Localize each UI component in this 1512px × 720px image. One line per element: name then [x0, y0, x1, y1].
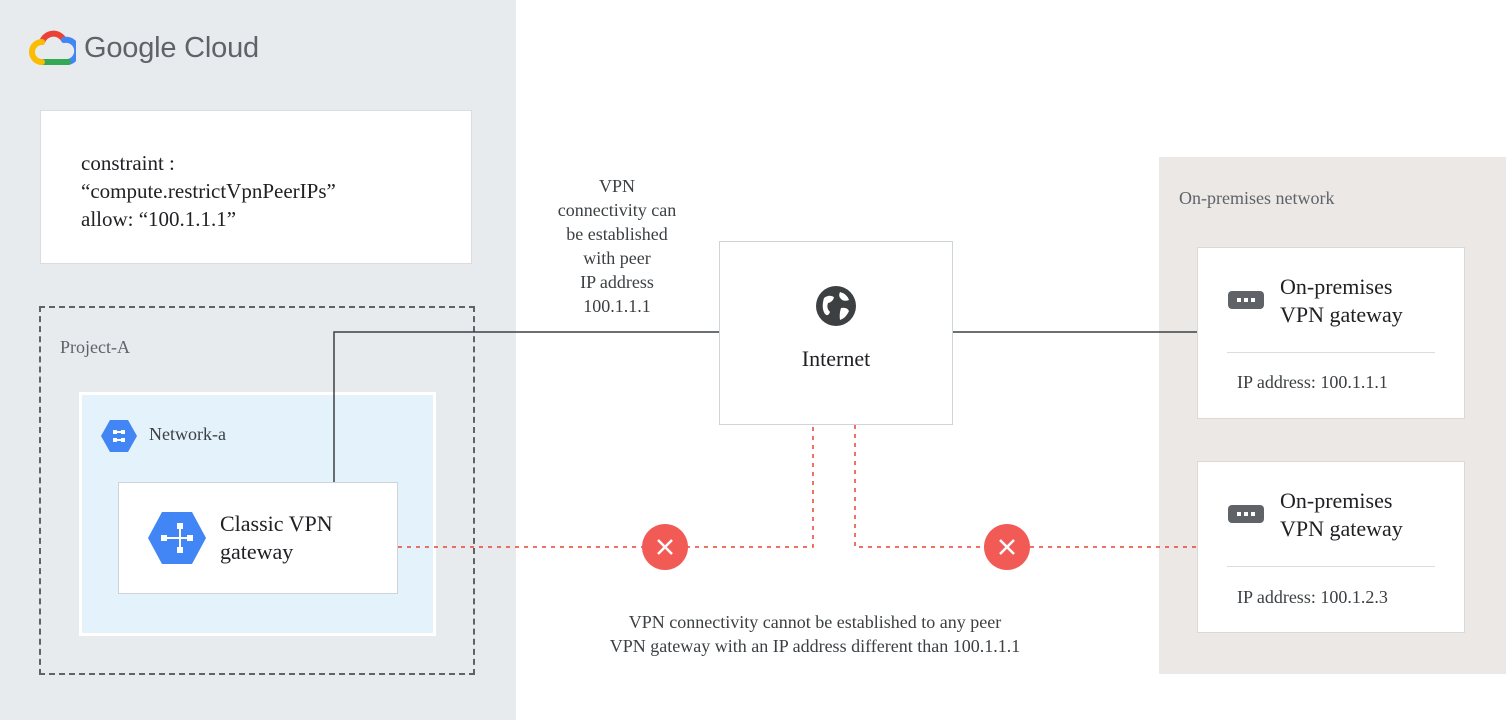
on-premises-gateway-title: On-premises VPN gateway — [1280, 487, 1403, 543]
google-cloud-logo: Google Cloud — [28, 28, 259, 68]
blocked-x-icon — [984, 524, 1030, 570]
org-policy-constraint-box: constraint : “compute.restrictVpnPeerIPs… — [40, 110, 472, 264]
blocked-connection-line — [398, 425, 814, 548]
vpn-gateway-icon — [148, 512, 206, 564]
vpn-device-icon — [1228, 291, 1264, 309]
gateway-title-line: VPN gateway — [1280, 302, 1403, 327]
note-line: with peer — [583, 248, 651, 268]
on-premises-network-label: On-premises network — [1179, 188, 1335, 208]
vpn-gateway-label-line: Classic VPN — [220, 511, 333, 536]
gateway-ip-address: IP address: 100.1.1.1 — [1237, 372, 1388, 392]
project-label: Project-A — [60, 337, 130, 357]
note-line: IP address — [580, 272, 654, 292]
card-divider — [1227, 352, 1435, 353]
blocked-x-icon — [642, 524, 688, 570]
google-cloud-logo-icon — [29, 30, 76, 65]
google-cloud-wordmark: Google Cloud — [84, 31, 259, 64]
constraint-line: allow: “100.1.1.1” — [81, 207, 237, 231]
on-premises-gateway-title: On-premises VPN gateway — [1280, 273, 1403, 329]
note-line: 100.1.1.1 — [583, 296, 651, 316]
gateway-title-line: VPN gateway — [1280, 516, 1403, 541]
internet-node — [719, 241, 953, 425]
note-line: VPN — [598, 176, 635, 196]
project-boundary — [39, 306, 475, 675]
constraint-line: “compute.restrictVpnPeerIPs” — [81, 179, 336, 203]
internet-label: Internet — [801, 346, 871, 371]
network-label: Network-a — [149, 424, 226, 444]
on-premises-gateway-card — [1197, 247, 1465, 419]
network-icon — [101, 420, 137, 452]
note-line: be established — [566, 224, 668, 244]
note-line: connectivity can — [557, 200, 677, 220]
globe-icon — [816, 286, 856, 326]
gateway-title-line: On-premises — [1280, 488, 1393, 513]
vpn-gateway-label: Classic VPN gateway — [220, 510, 333, 566]
vpn-gateway-label-line: gateway — [220, 539, 294, 564]
note-line: VPN gateway with an IP address different… — [609, 636, 1021, 656]
note-line: VPN connectivity cannot be established t… — [628, 612, 1002, 632]
constraint-line: constraint : — [81, 151, 175, 175]
card-divider — [1227, 566, 1435, 567]
denied-connectivity-note: VPN connectivity cannot be established t… — [560, 610, 1070, 658]
vpn-device-icon — [1228, 505, 1264, 523]
gateway-title-line: On-premises — [1280, 274, 1393, 299]
on-premises-gateway-card — [1197, 461, 1465, 633]
gateway-ip-address: IP address: 100.1.2.3 — [1237, 587, 1388, 607]
allowed-connectivity-note: VPN connectivity can be established with… — [532, 174, 702, 318]
allowed-connection-line — [333, 331, 719, 482]
